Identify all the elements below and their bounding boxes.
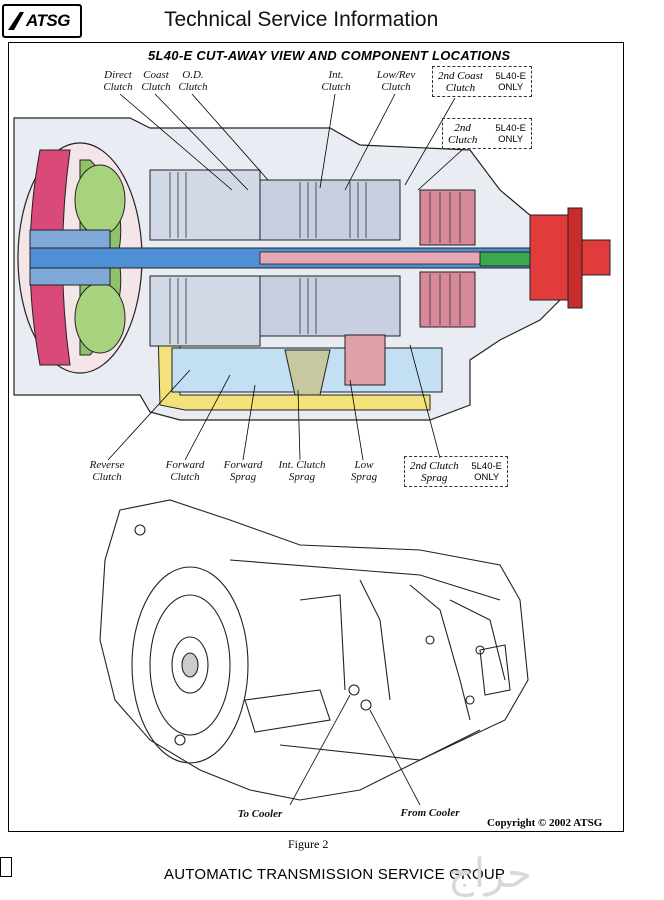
cutaway-view [13,93,611,461]
figure-title: 5L40-E CUT-AWAY VIEW AND COMPONENT LOCAT… [148,48,511,63]
label-od-clutch: O.D.Clutch [178,69,208,93]
footer-text: AUTOMATIC TRANSMISSION SERVICE GROUP [164,866,506,883]
figure-frame [8,42,624,832]
copyright: Copyright © 2002 ATSG [487,817,603,829]
external-view [99,499,529,806]
label-from-cooler: From Cooler [400,807,460,819]
logo-mark-icon [8,12,24,30]
watermark: حراج [448,851,532,897]
page-title: Technical Service Information [164,8,439,31]
logo-text: ATSG [26,11,70,30]
figure-caption: Figure 2 [288,837,329,851]
label-int-clutch: Int.Clutch [321,69,351,93]
corner-box [0,857,12,877]
label-to-cooler: To Cooler [237,808,283,820]
atsg-logo: ATSG [2,4,82,38]
